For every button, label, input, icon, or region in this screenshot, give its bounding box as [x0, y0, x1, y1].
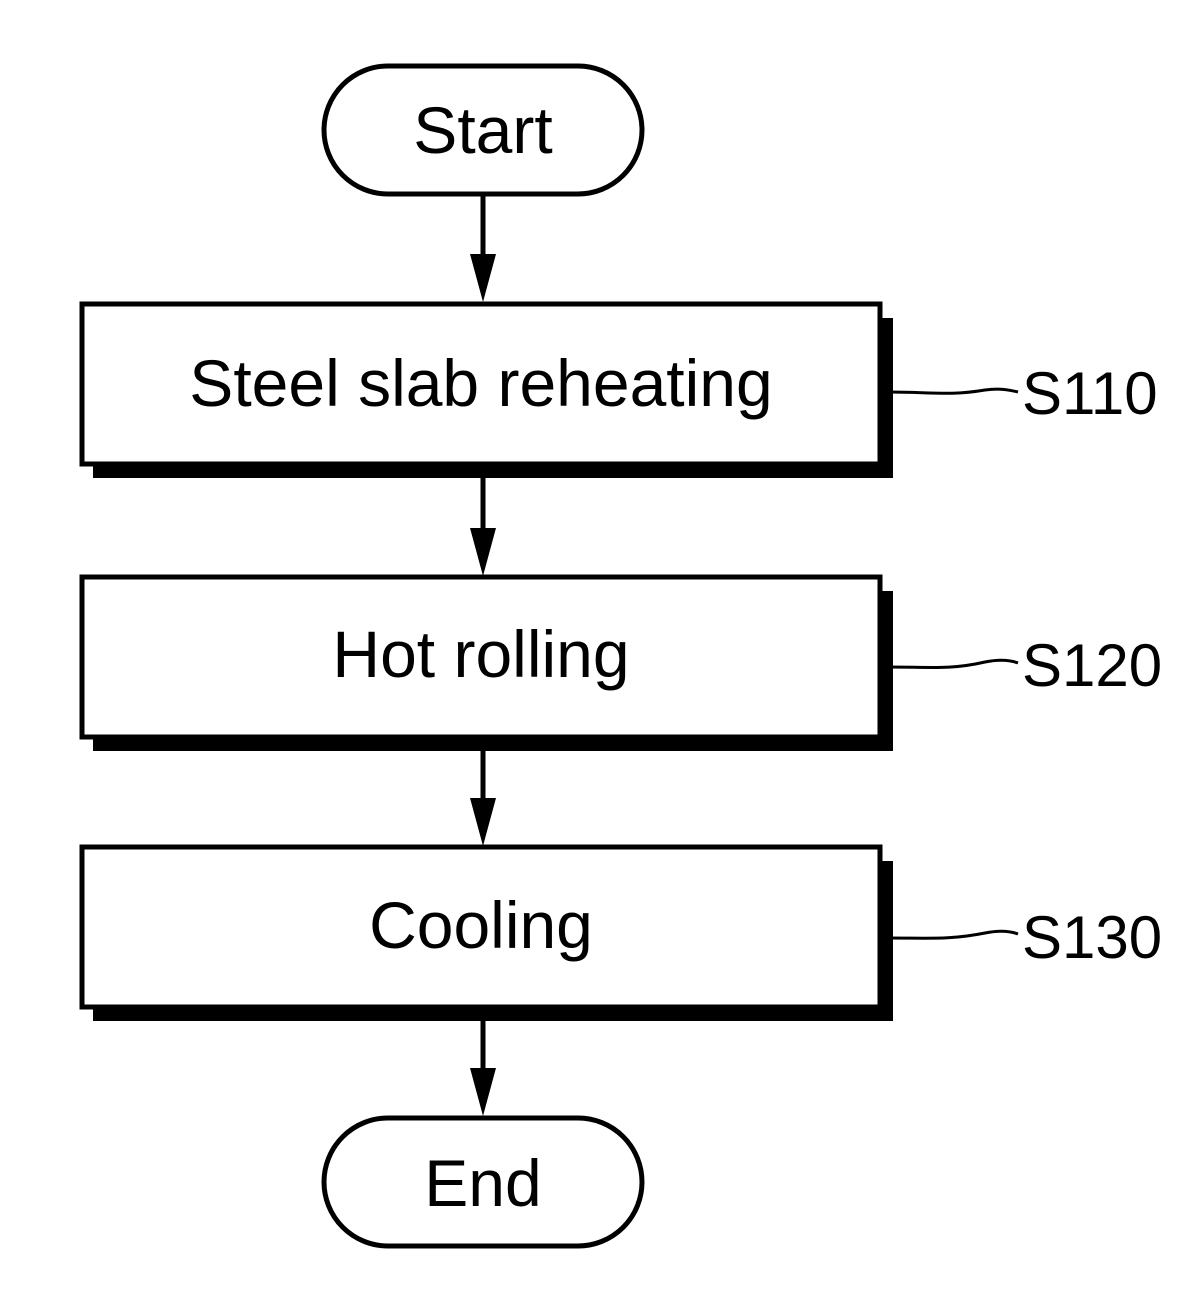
step-label-s120: S120 — [1022, 632, 1162, 699]
start-terminator: Start — [324, 66, 642, 194]
arrow-s110-to-s120 — [470, 472, 496, 576]
end-label: End — [424, 1146, 541, 1220]
start-label: Start — [413, 93, 552, 167]
step-text-s110: Steel slab reheating — [189, 346, 772, 420]
arrow-start-to-s110 — [470, 195, 496, 302]
leader-line-s130 — [888, 931, 1018, 938]
process-box-s120: Hot rolling — [82, 577, 893, 751]
step-text-s130: Cooling — [369, 888, 593, 962]
arrow-s120-to-s130 — [470, 745, 496, 846]
process-box-s130: Cooling — [82, 847, 893, 1021]
step-label-s130: S130 — [1022, 904, 1162, 971]
process-box-s110: Steel slab reheating — [82, 304, 893, 478]
step-text-s120: Hot rolling — [332, 617, 629, 691]
step-label-s110: S110 — [1022, 360, 1158, 427]
end-terminator: End — [324, 1118, 642, 1246]
leader-line-s120 — [888, 660, 1018, 667]
arrow-s130-to-end — [470, 1015, 496, 1116]
leader-line-s110 — [888, 389, 1018, 393]
